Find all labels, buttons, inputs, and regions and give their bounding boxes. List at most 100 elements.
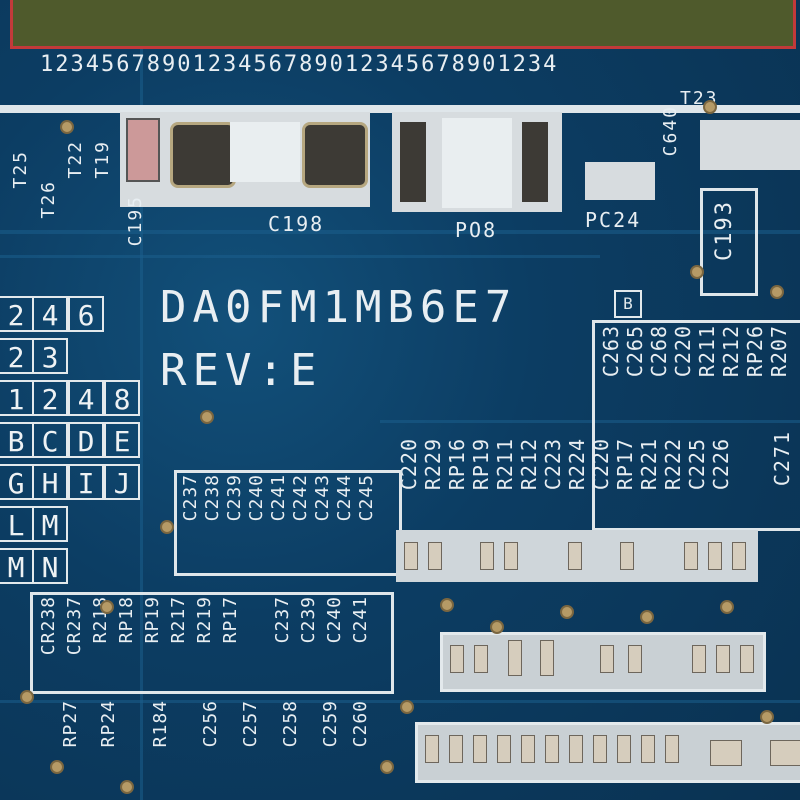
col-label: C237: [272, 596, 293, 644]
col-label: C240: [324, 596, 345, 644]
trace: [380, 420, 800, 423]
label-t26: T26: [38, 180, 59, 219]
smd-component: [404, 542, 418, 570]
label-c198: C198: [268, 212, 325, 236]
grid-cell: C: [32, 422, 68, 458]
col-label: RP26: [743, 325, 767, 378]
grid-cell: H: [32, 464, 68, 500]
grid-cell: 2: [0, 338, 34, 374]
col-label: C220: [671, 325, 695, 378]
via: [770, 285, 784, 299]
grid-cell: 2: [32, 380, 68, 416]
via: [60, 120, 74, 134]
via: [20, 690, 34, 704]
col-label: C241: [350, 596, 371, 644]
label-t22: T22: [65, 140, 86, 179]
col-label: R221: [637, 438, 661, 491]
col-label: C239: [224, 474, 245, 522]
trace: [140, 0, 143, 800]
grid-cell: L: [0, 506, 34, 542]
col-label: RP27: [60, 700, 81, 748]
col-label: R212: [719, 325, 743, 378]
smd-component: [692, 645, 706, 673]
col-label: C220: [589, 438, 613, 491]
col-label: C239: [298, 596, 319, 644]
rev-mark: B: [614, 290, 642, 318]
smd-component: [710, 740, 742, 766]
col-label: C268: [647, 325, 671, 378]
via: [100, 600, 114, 614]
via: [400, 700, 414, 714]
col-label: C237: [180, 474, 201, 522]
col-label: C243: [312, 474, 333, 522]
smd-component: [425, 735, 439, 763]
part-number: DA0FM1MB6E7: [160, 282, 518, 333]
c198-component: [120, 112, 370, 207]
col-label: R219: [194, 596, 215, 644]
via: [380, 760, 394, 774]
col-label: C258: [280, 700, 301, 748]
smd-component: [684, 542, 698, 570]
col-label: R212: [517, 438, 541, 491]
col-label: R184: [150, 700, 171, 748]
col-label: C240: [246, 474, 267, 522]
smd-component: [508, 640, 522, 676]
via: [760, 710, 774, 724]
via: [640, 610, 654, 624]
label-p08: PO8: [455, 218, 498, 242]
grid-cell: I: [68, 464, 104, 500]
label-c640: C640: [660, 105, 681, 157]
via: [160, 520, 174, 534]
label-t19: T19: [92, 140, 113, 179]
label-c193: C193: [712, 200, 737, 261]
label-pc24: PC24: [585, 208, 642, 232]
trace: [0, 700, 800, 703]
col-label: R207: [767, 325, 791, 378]
col-label: C257: [240, 700, 261, 748]
smd-component: [473, 735, 487, 763]
grid-cell: D: [68, 422, 104, 458]
col-label: C256: [200, 700, 221, 748]
left-label-box: [174, 470, 402, 576]
col-label: R222: [661, 438, 685, 491]
grid-cell: 2: [0, 296, 34, 332]
grid-cell: E: [104, 422, 140, 458]
via: [50, 760, 64, 774]
pc24-component: [585, 162, 655, 200]
trace: [0, 255, 600, 258]
smd-component: [474, 645, 488, 673]
smd-component: [770, 740, 800, 766]
grid-cell: 4: [68, 380, 104, 416]
smd-component: [641, 735, 655, 763]
via: [440, 598, 454, 612]
smd-component: [540, 640, 554, 676]
grid-cell: 3: [32, 338, 68, 374]
via: [490, 620, 504, 634]
col-label: RP17: [613, 438, 637, 491]
col-label: C225: [685, 438, 709, 491]
smd-component: [716, 645, 730, 673]
via: [200, 410, 214, 424]
via: [720, 600, 734, 614]
grid-cell: J: [104, 464, 140, 500]
grid-cell: N: [32, 548, 68, 584]
grid-cell: 1: [0, 380, 34, 416]
smd-component: [504, 542, 518, 570]
connector-top: [10, 0, 796, 49]
label-t25: T25: [10, 150, 31, 189]
smd-component: [600, 645, 614, 673]
trace: [0, 230, 800, 234]
col-label: RP19: [142, 596, 163, 644]
col-label: CR237: [64, 596, 85, 656]
col-label: C260: [350, 700, 371, 748]
col-label: R229: [421, 438, 445, 491]
via: [560, 605, 574, 619]
via: [690, 265, 704, 279]
col-label: C223: [541, 438, 565, 491]
col-label: C245: [356, 474, 377, 522]
smd-component: [428, 542, 442, 570]
col-label: CR238: [38, 596, 59, 656]
smd-component: [449, 735, 463, 763]
col-label: C226: [709, 438, 733, 491]
